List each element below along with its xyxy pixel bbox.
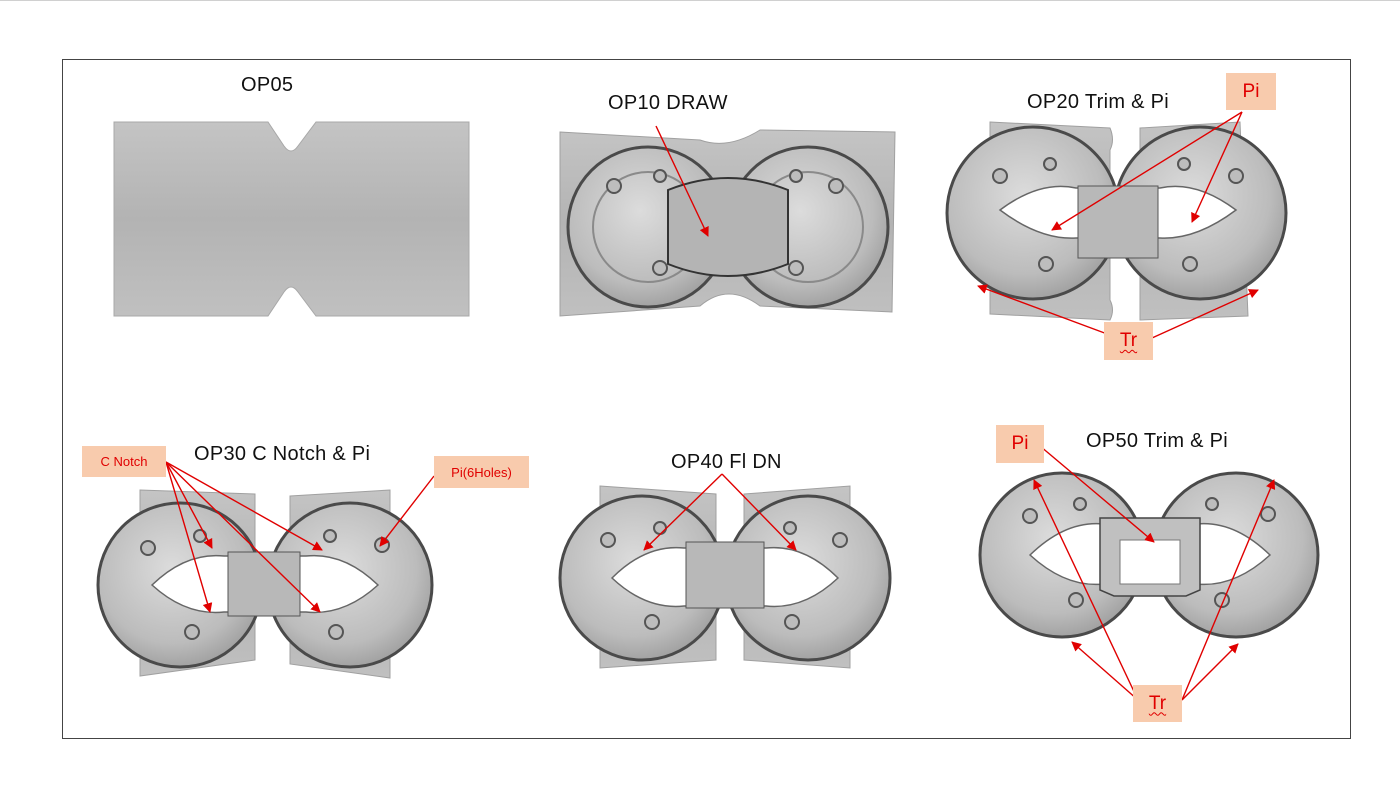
op50-tr-callout: Tr [1133, 685, 1182, 722]
op50-pi-label: Pi [1011, 433, 1029, 454]
op05-blank [113, 121, 470, 317]
diagram-frame [62, 59, 1351, 739]
op50-tr-label: Tr [1148, 692, 1167, 714]
op40-part [558, 485, 892, 669]
op30-c-notch-label: C Notch [100, 454, 148, 469]
top-divider [0, 0, 1400, 1]
op10-title: OP10 DRAW [608, 92, 728, 114]
op30-c-notch-callout: C Notch [82, 446, 166, 477]
op20-tr-label: Tr [1119, 330, 1138, 351]
op20-title: OP20 Trim & Pi [1027, 91, 1170, 113]
op50-title: OP50 Trim & Pi [1086, 430, 1229, 452]
op30-part [96, 489, 434, 679]
op20-pi-callout: Pi [1226, 73, 1276, 110]
op20-pi-label: Pi [1242, 80, 1260, 102]
op30-pi-callout: Pi(6Holes) [434, 456, 529, 488]
callout-arrows [165, 111, 1276, 701]
op30-title: OP30 C Notch & Pi [194, 443, 371, 465]
op50-pi-callout: Pi [996, 425, 1044, 463]
op30-pi-label: Pi(6Holes) [451, 464, 512, 480]
op40-title: OP40 Fl DN [671, 451, 782, 473]
op50-part [978, 471, 1320, 639]
op20-part [945, 121, 1288, 321]
op10-part [559, 129, 896, 317]
op20-tr-callout: Tr [1104, 322, 1153, 360]
op05-title: OP05 [241, 74, 294, 96]
